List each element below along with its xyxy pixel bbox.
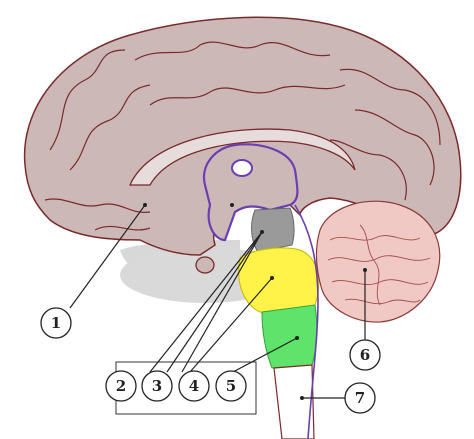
label-7-text: 7 [355,389,365,407]
label-5-text: 5 [226,377,236,395]
region-2-midbrain [252,208,294,252]
region-5-medulla [262,305,317,368]
label-2: 2 [106,371,136,401]
label-6-text: 6 [360,346,370,364]
label-2-text: 2 [116,377,126,395]
label-3-text: 3 [152,377,162,395]
label-7: 7 [345,383,375,413]
region-4-pons [239,248,319,315]
label-1: 1 [41,308,71,338]
label-1-text: 1 [51,314,61,332]
label-4-text: 4 [189,377,199,395]
label-5: 5 [216,371,246,401]
label-4: 4 [179,371,209,401]
label-6: 6 [350,340,380,370]
interthalamic-adhesion [232,160,252,176]
pituitary-area [196,257,214,273]
label-3: 3 [142,371,172,401]
